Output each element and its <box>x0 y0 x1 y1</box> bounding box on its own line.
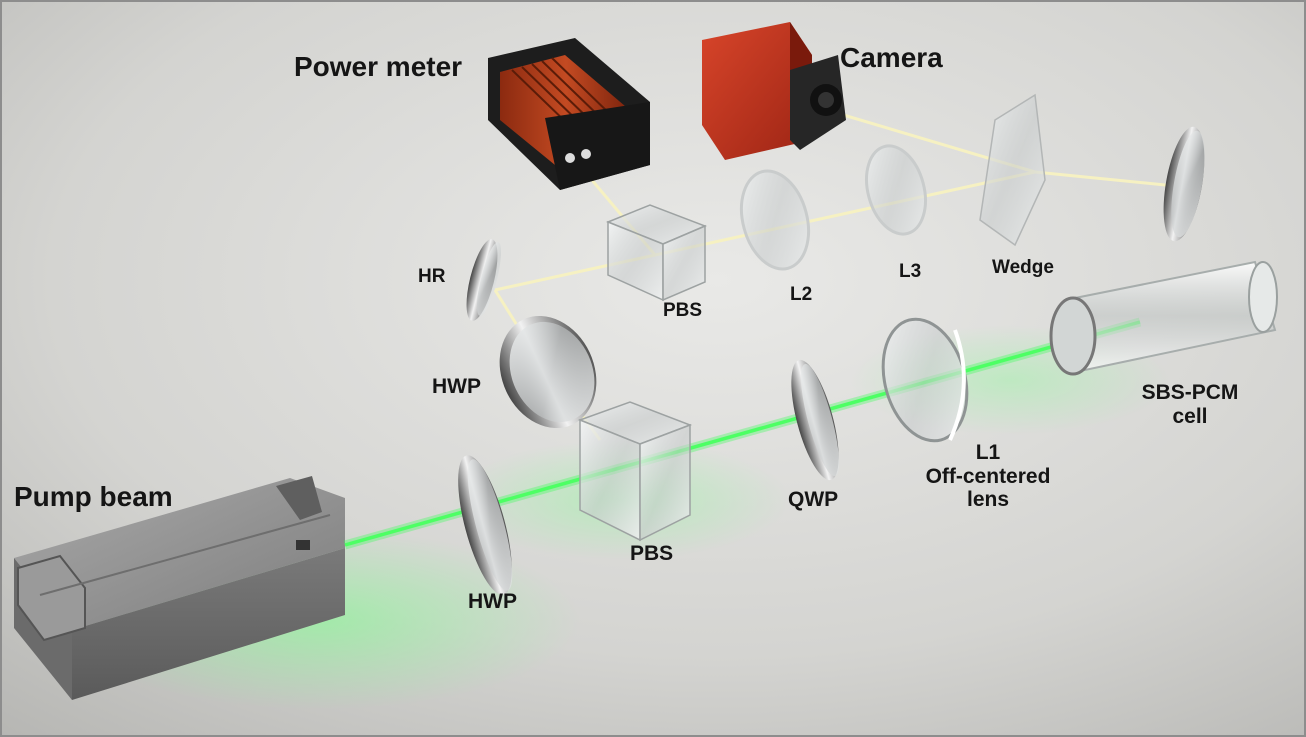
lower-pbs-label: PBS <box>630 542 674 565</box>
lower-hwp-plate <box>458 455 513 595</box>
l3-lens <box>865 144 927 236</box>
pump-laser <box>14 476 345 700</box>
lower-pbs-cube <box>577 401 693 542</box>
pump-beam-label: Pump beam <box>14 481 173 512</box>
l2-lens <box>739 169 811 271</box>
l3-label: L3 <box>899 261 922 282</box>
upper-pbs-label: PBS <box>663 300 703 321</box>
sbs-pcm-label: SBS-PCM cell <box>1120 381 1260 428</box>
power-meter-label: Power meter <box>294 51 463 82</box>
sbs-pcm-label-line1: SBS-PCM <box>1141 381 1239 404</box>
power-meter-device <box>488 38 650 190</box>
output-window <box>1163 126 1205 242</box>
l1-label-line2: Off-centered <box>925 464 1051 488</box>
camera-label: Camera <box>840 42 943 73</box>
l2-label: L2 <box>790 284 813 305</box>
sbs-pcm-label-line2: cell <box>1172 404 1208 428</box>
qwp-plate <box>791 359 839 481</box>
wedge-prism <box>979 93 1046 247</box>
sbs-pcm-cell <box>1049 260 1278 376</box>
lower-hwp-label: HWP <box>468 590 517 613</box>
l1-label: L1 Off-centered lens <box>903 441 1073 512</box>
hr-label: HR <box>418 266 446 287</box>
l1-label-line3: lens <box>966 488 1010 512</box>
l1-label-line1: L1 <box>975 441 1001 464</box>
upper-hwp-plate <box>499 315 597 429</box>
upper-pbs-cube <box>605 204 707 302</box>
camera-device <box>702 22 846 160</box>
wedge-label: Wedge <box>992 257 1054 278</box>
hr-mirror <box>466 239 502 321</box>
upper-hwp-label: HWP <box>432 375 481 398</box>
l1-off-centered-lens <box>881 317 969 443</box>
qwp-label: QWP <box>788 488 839 511</box>
